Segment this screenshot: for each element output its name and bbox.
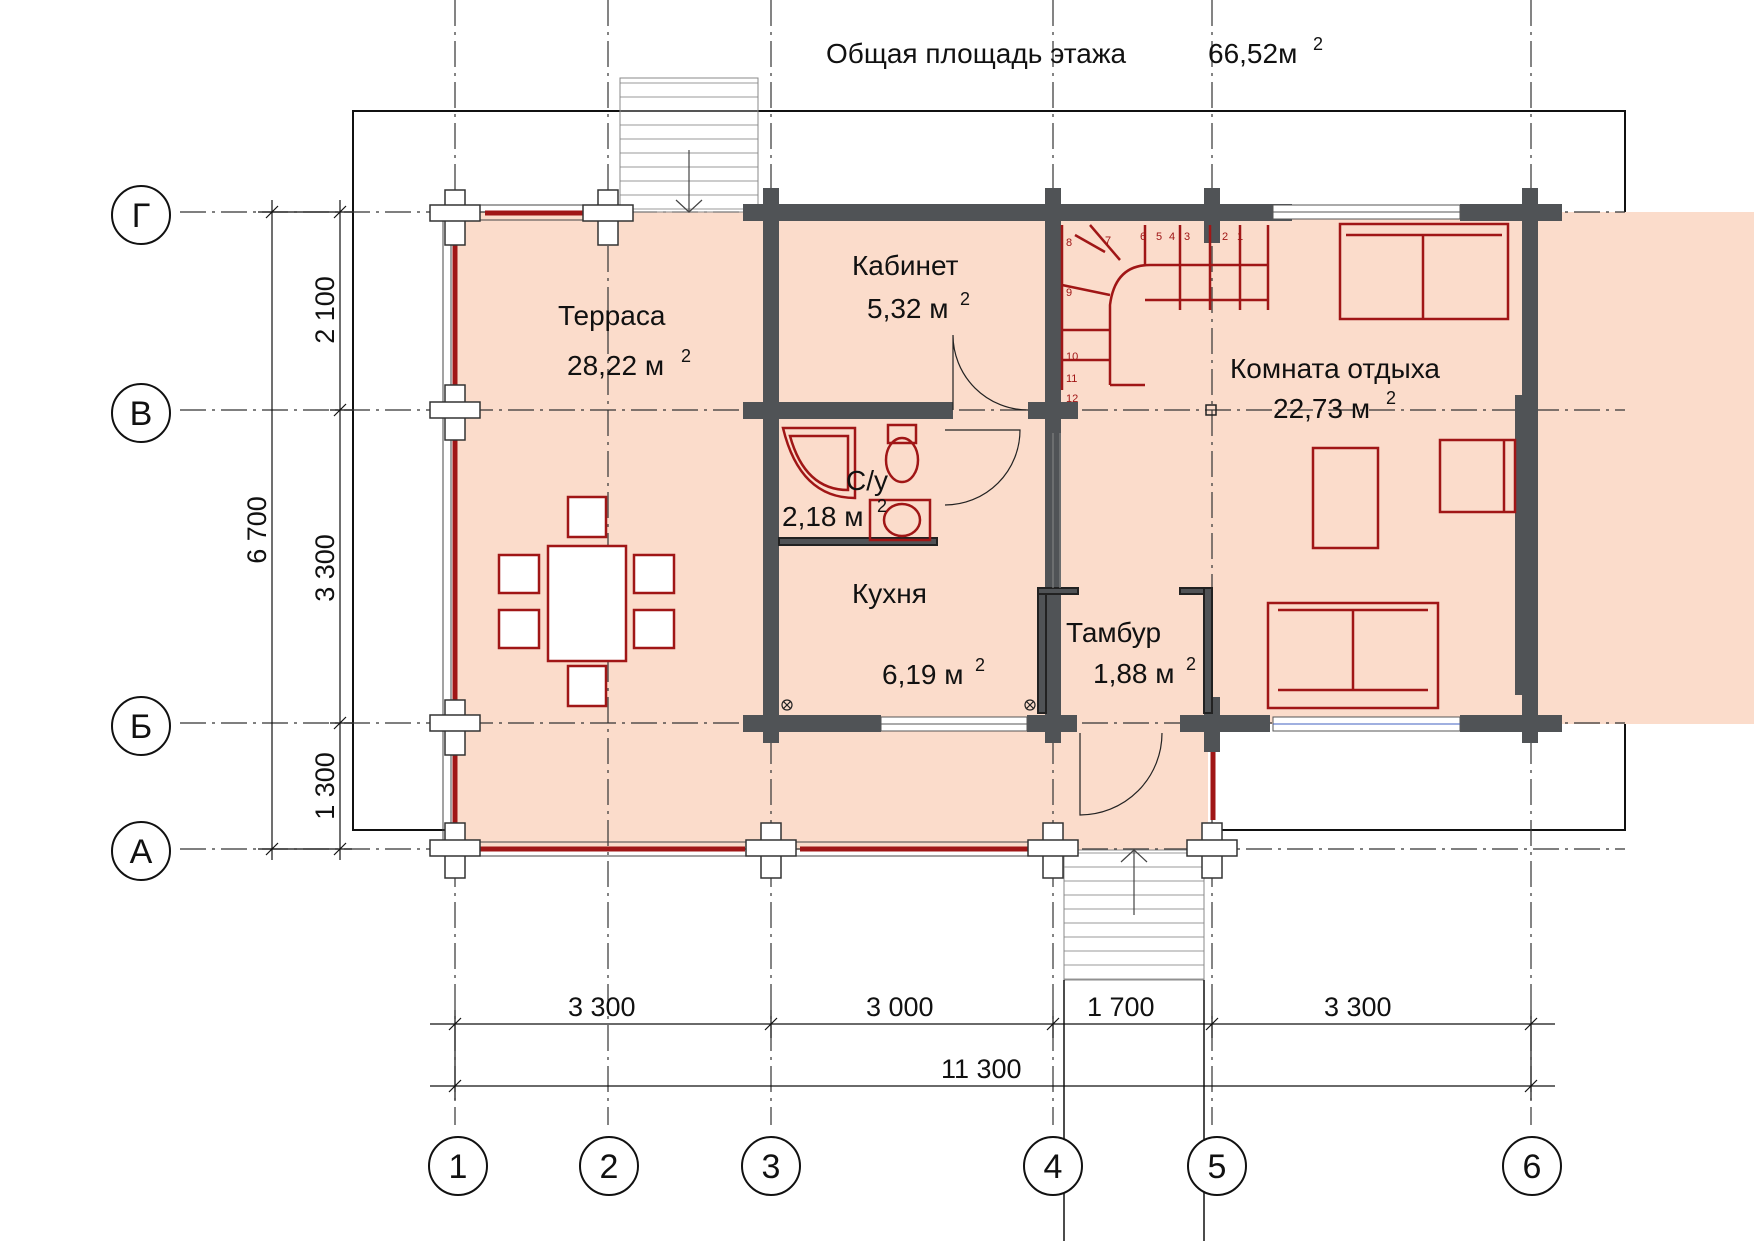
axis-marker-col-5	[1187, 1136, 1247, 1196]
kitchen-markers	[781, 699, 1036, 711]
svg-text:3: 3	[762, 1148, 781, 1186]
svg-text:12: 12	[1066, 393, 1078, 405]
doors	[944, 334, 1163, 816]
svg-text:3 300: 3 300	[1324, 992, 1392, 1022]
svg-text:Тамбур: Тамбур	[1066, 617, 1161, 648]
svg-text:7: 7	[1105, 235, 1111, 247]
svg-text:2,18 м: 2,18 м	[782, 501, 864, 532]
svg-text:2: 2	[600, 1148, 619, 1186]
svg-text:2: 2	[960, 289, 970, 309]
axis-marker-col-3	[741, 1136, 801, 1196]
svg-text:А: А	[130, 833, 153, 871]
axis-marker-col-1	[428, 1136, 488, 1196]
plan-total-area-sup: 2	[1313, 34, 1323, 54]
svg-text:5,32 м: 5,32 м	[867, 293, 949, 324]
partitions	[778, 433, 1213, 714]
bathroom-fixtures	[781, 423, 932, 542]
svg-text:2: 2	[1386, 388, 1396, 408]
dining-set	[497, 495, 676, 708]
windows	[880, 204, 1461, 732]
svg-text:Терраса: Терраса	[558, 300, 666, 331]
horizontal-dimensions	[430, 1010, 1555, 1100]
top-stairs	[619, 77, 759, 213]
svg-text:Кабинет: Кабинет	[852, 250, 959, 281]
row-axis-markers	[111, 185, 171, 881]
horizontal-dimension-labels: 3 300 3 000 1 700 3 300 11 300	[568, 992, 1392, 1084]
log-walls	[743, 188, 1562, 752]
inner-staircase	[1060, 224, 1270, 390]
svg-text:Комната отдыха: Комната отдыха	[1230, 353, 1440, 384]
terrace-posts	[429, 189, 1238, 879]
axis-marker-col-4	[1023, 1136, 1083, 1196]
vertical-dimension-labels: 2 100 3 300 1 300 6 700	[242, 276, 340, 820]
svg-text:6: 6	[1523, 1148, 1542, 1186]
axis-marker-row-b	[111, 696, 171, 756]
svg-text:2: 2	[681, 346, 691, 366]
svg-text:2 100: 2 100	[310, 276, 340, 344]
axis-marker-col-6	[1502, 1136, 1562, 1196]
axis-marker-col-2	[579, 1136, 639, 1196]
svg-text:9: 9	[1066, 287, 1072, 299]
svg-text:1 700: 1 700	[1087, 992, 1155, 1022]
svg-text:3 300: 3 300	[310, 534, 340, 602]
svg-text:5: 5	[1208, 1148, 1227, 1186]
plan-title: Общая площадь этажа	[826, 38, 1127, 69]
svg-text:28,22 м: 28,22 м	[567, 350, 664, 381]
column-axis-markers	[428, 1136, 1562, 1196]
svg-text:2: 2	[1186, 654, 1196, 674]
axis-marker-row-g	[111, 185, 171, 245]
svg-text:6,19 м: 6,19 м	[882, 659, 964, 690]
svg-text:1: 1	[1237, 231, 1243, 243]
lounge-furniture	[1205, 222, 1517, 710]
entry-stairs	[1063, 849, 1205, 1241]
svg-text:1: 1	[449, 1148, 468, 1186]
svg-text:3 300: 3 300	[568, 992, 636, 1022]
floor-fill	[455, 212, 1754, 850]
svg-text:Г: Г	[132, 197, 150, 235]
svg-text:10: 10	[1066, 351, 1078, 363]
axis-marker-row-a	[111, 821, 171, 881]
room-labels: Терраса 28,22 м 2 Кабинет 5,32 м 2 С/у 2…	[558, 250, 1440, 690]
svg-text:11: 11	[1066, 373, 1077, 385]
svg-text:1 300: 1 300	[310, 752, 340, 820]
svg-text:2: 2	[1222, 231, 1228, 243]
svg-text:2: 2	[975, 655, 985, 675]
svg-text:3 000: 3 000	[866, 992, 934, 1022]
svg-text:1,88 м: 1,88 м	[1093, 658, 1175, 689]
plan-total-area: 66,52м	[1208, 38, 1297, 69]
vertical-dimensions	[258, 200, 352, 860]
svg-text:4: 4	[1169, 231, 1175, 243]
svg-text:Кухня: Кухня	[852, 578, 927, 609]
svg-text:С/у: С/у	[846, 465, 888, 496]
stair-step-numbers: 1 2 3 4 5 6 7 8 9 10 11 12	[1066, 231, 1243, 405]
column-axis-labels: 1 2 3 4 5 6	[449, 1148, 1542, 1186]
svg-text:3: 3	[1184, 231, 1190, 243]
svg-text:6: 6	[1140, 231, 1146, 243]
svg-text:5: 5	[1156, 231, 1162, 243]
axis-marker-row-v	[111, 383, 171, 443]
svg-text:8: 8	[1066, 237, 1072, 249]
svg-text:2: 2	[877, 496, 887, 516]
svg-text:22,73 м: 22,73 м	[1273, 393, 1370, 424]
row-axis-labels: Г В Б А	[130, 197, 153, 871]
svg-text:4: 4	[1044, 1148, 1063, 1186]
svg-text:6 700: 6 700	[242, 496, 272, 564]
terrace-railing	[452, 210, 1216, 852]
svg-text:В: В	[130, 395, 153, 433]
svg-text:Б: Б	[130, 708, 152, 746]
svg-text:11 300: 11 300	[941, 1054, 1022, 1084]
